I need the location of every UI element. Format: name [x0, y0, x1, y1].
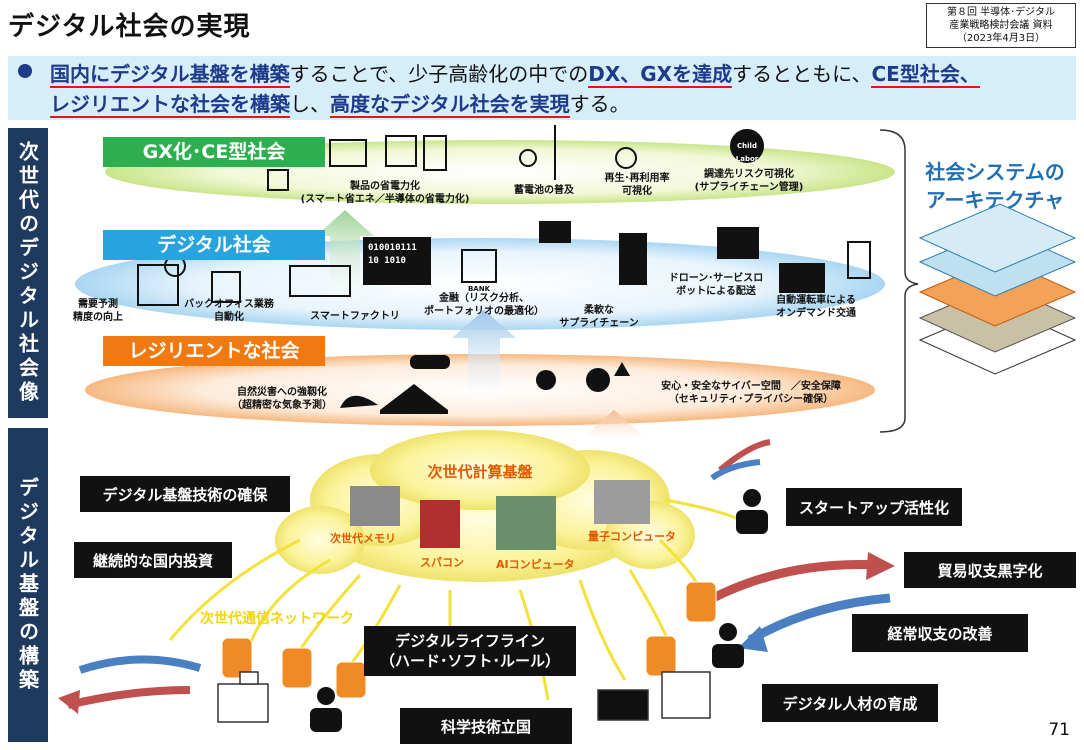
box-lifeline: デジタルライフライン （ハード･ソフト･ルール）	[364, 626, 576, 676]
up-arrow-green	[316, 210, 374, 300]
box-tech: デジタル基盤技術の確保	[80, 476, 290, 512]
gx-recycle-label: 再生･再利用率 可視化	[604, 173, 670, 197]
digital-drone-label: ドローン･サービスロ ボットによる配送	[668, 273, 764, 297]
architecture-stack-icon	[918, 203, 1077, 375]
gx-power-saving-label: 製品の省電力化 (スマート省エネ／半導体の省電力化)	[300, 181, 470, 205]
binary-screen-text: 010010111 10 1010	[368, 243, 417, 266]
digital-finance-label: 金融（リスク分析、 ポートフォリオの最適化）	[424, 293, 544, 317]
gx-icons	[267, 125, 764, 191]
digital-autonomous-label: 自動運転車による オンデマンド交通	[776, 295, 856, 319]
digital-layer-title: デジタル社会	[103, 230, 325, 260]
cloud-memory-label: 次世代メモリ	[330, 532, 396, 545]
digital-backoffice-label: バックオフィス業務 自動化	[184, 299, 274, 323]
box-trade: 貿易収支黒字化	[904, 552, 1076, 588]
startup-arrow-blue	[710, 459, 761, 481]
summary-part-7: し、	[290, 92, 330, 116]
meeting-info: 第８回 半導体･デジタル 産業戦略検討会議 資料 （2023年4月3日）	[926, 3, 1076, 48]
database-icons	[221, 581, 717, 699]
person-icons	[310, 489, 768, 732]
box-investment: 継続的な国内投資	[74, 542, 232, 578]
gx-battery-label: 蓄電池の普及	[514, 185, 574, 196]
trade-arrow-red	[697, 560, 881, 609]
startup-arrow-red	[718, 439, 771, 473]
meeting-line-2: 産業戦略検討会議 資料	[949, 20, 1053, 31]
compute-images	[350, 480, 650, 550]
summary-part-8: 高度なデジタル社会を実現	[330, 92, 570, 118]
page-number: 71	[1048, 720, 1070, 740]
meeting-line-3: （2023年4月3日）	[956, 33, 1046, 44]
left-arrow-red	[67, 686, 191, 709]
box-startup: スタートアップ活性化	[786, 488, 962, 526]
summary-banner	[8, 56, 1076, 120]
resilient-icons	[340, 355, 630, 414]
summary-text: 国内にデジタル基盤を構築することで、少子高齢化の中でのDX、GXを達成するととも…	[50, 59, 1070, 119]
box-current: 経常収支の改善	[852, 614, 1028, 652]
cloud-title: 次世代計算基盤	[427, 463, 533, 481]
page-title: デジタル社会の実現	[8, 12, 251, 42]
bullet-icon	[18, 64, 32, 78]
architecture-title: 社会システムの アーキテクチャ	[925, 160, 1065, 212]
summary-part-4: するとともに、	[732, 62, 872, 86]
digital-factory-label: スマートファクトリ	[310, 311, 400, 322]
box-talent: デジタル人材の育成	[762, 684, 938, 722]
summary-part-2: することで、少子高齢化の中での	[289, 62, 589, 86]
gx-supply-risk-label: 調達先リスク可視化 (サプライチェーン管理)	[694, 169, 804, 193]
cloud-ai-computer-label: AIコンピュータ	[496, 558, 575, 571]
bracket	[879, 129, 919, 433]
network-label: 次世代通信ネットワーク	[200, 611, 354, 627]
resilient-layer-title: レジリエントな社会	[103, 336, 325, 366]
digital-layer-ellipse	[75, 238, 885, 330]
gx-layer-title: GX化･CE型社会	[103, 137, 325, 167]
resilient-disaster-label: 自然災害への強靱化 （超精密な気象予測）	[232, 387, 332, 411]
left-arrow-blue	[78, 655, 202, 674]
building-icons	[217, 671, 711, 723]
digital-demand-label: 需要予測 精度の向上	[73, 299, 123, 323]
summary-part-9: する。	[569, 92, 630, 116]
up-arrow-orange	[584, 410, 644, 440]
digital-supply-chain-label: 柔軟な サプライチェーン	[559, 305, 639, 329]
up-arrow-blue	[452, 310, 516, 400]
box-science: 科学技術立国	[400, 708, 572, 744]
bank-sign-text: BANK	[467, 285, 491, 293]
cloud-supercomputer-label: スパコン	[420, 556, 464, 569]
summary-part-3: DX、GXを達成	[588, 62, 733, 88]
side-label-future-society: 次世代のデジタル社会像	[8, 128, 48, 418]
cloud-quantum-label: 量子コンピュータ	[588, 530, 676, 543]
resilient-cyber-label: 安心・安全なサイバー空間 ／安全保障 （セキュリティ･プライバシー確保）	[661, 381, 841, 405]
summary-part-6: レジリエントな社会を構築	[50, 92, 290, 118]
trade-arrow-blue	[747, 593, 891, 644]
digital-icons	[137, 221, 871, 306]
summary-part-5: CE型社会、	[871, 62, 980, 88]
child-labor-sign-text: Child Labor	[735, 142, 759, 163]
side-label-digital-infra: デジタル基盤の構築	[8, 428, 48, 742]
summary-part-1: 国内にデジタル基盤を構築	[50, 62, 290, 88]
meeting-line-1: 第８回 半導体･デジタル	[947, 7, 1055, 18]
